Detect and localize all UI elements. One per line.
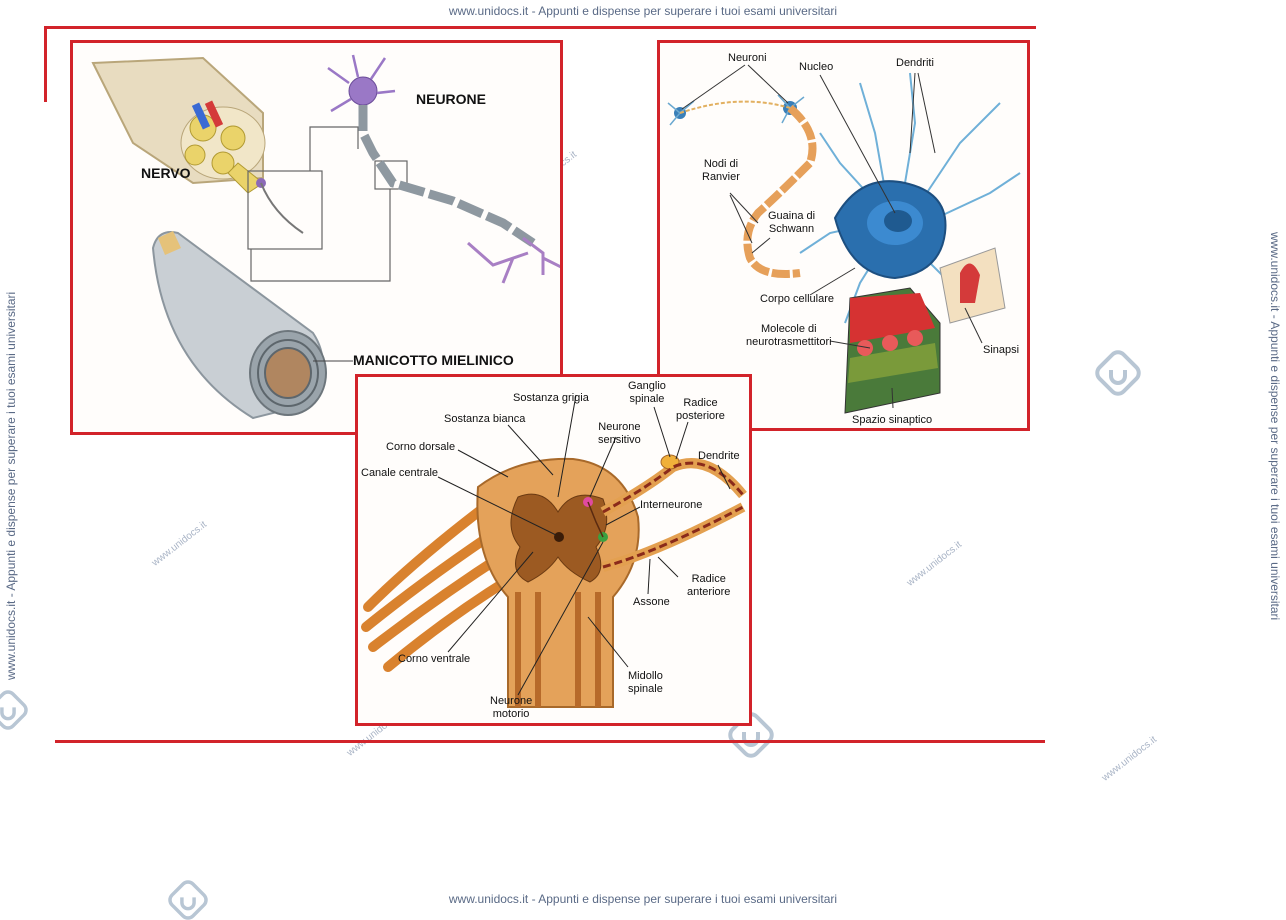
neuron-illustration xyxy=(667,64,1021,414)
label-corpo-cellulare: Corpo cellulare xyxy=(760,293,834,305)
watermark-footer: www.unidocs.it - Appunti e dispense per … xyxy=(448,892,838,906)
watermark-left: www.unidocs.it - Appunti e dispense per … xyxy=(4,291,18,680)
label-nervo: NERVO xyxy=(141,165,191,181)
left-rule xyxy=(44,26,47,102)
bottom-rule xyxy=(55,740,1045,743)
watermark-header: www.unidocs.it - Appunti e dispense per … xyxy=(448,4,838,18)
label-corno-ventrale: Corno ventrale xyxy=(398,653,471,665)
nerve-neuron-figure: NERVO NEURONE MANICOTTO MIELINICO xyxy=(70,40,563,435)
label-dendriti: Dendriti xyxy=(896,57,934,69)
label-sinapsi: Sinapsi xyxy=(983,344,1020,356)
label-nucleo: Nucleo xyxy=(799,61,834,73)
label-dendrite: Dendrite xyxy=(698,450,740,462)
unidocs-logo-icon xyxy=(1095,350,1141,396)
label-neurone: NEURONE xyxy=(416,91,487,107)
label-spazio-sinaptico: Spazio sinaptico xyxy=(852,414,933,426)
top-rule xyxy=(44,26,1036,29)
label-sostanza-grigia: Sostanza grigia xyxy=(513,392,589,404)
spinal-cord-illustration xyxy=(361,394,747,708)
label-assone: Assone xyxy=(633,596,670,608)
nerve-illustration xyxy=(91,54,560,420)
label-canale-centrale: Canale centrale xyxy=(361,467,439,479)
label-interneurone: Interneurone xyxy=(640,499,703,511)
watermark-diag: www.unidocs.it xyxy=(150,519,209,569)
unidocs-logo-icon xyxy=(0,690,28,730)
label-corno-dorsale: Corno dorsale xyxy=(386,441,456,453)
unidocs-logo-icon xyxy=(168,880,208,920)
watermark-diag: www.unidocs.it xyxy=(1100,734,1159,784)
label-sostanza-bianca: Sostanza bianca xyxy=(444,413,526,425)
label-neuroni: Neuroni xyxy=(728,52,767,64)
watermark-right: www.unidocs.it - Appunti e dispense per … xyxy=(1268,232,1282,621)
label-manicotto-mielinico: MANICOTTO MIELINICO xyxy=(353,352,514,368)
watermark-diag: www.unidocs.it xyxy=(905,539,964,589)
